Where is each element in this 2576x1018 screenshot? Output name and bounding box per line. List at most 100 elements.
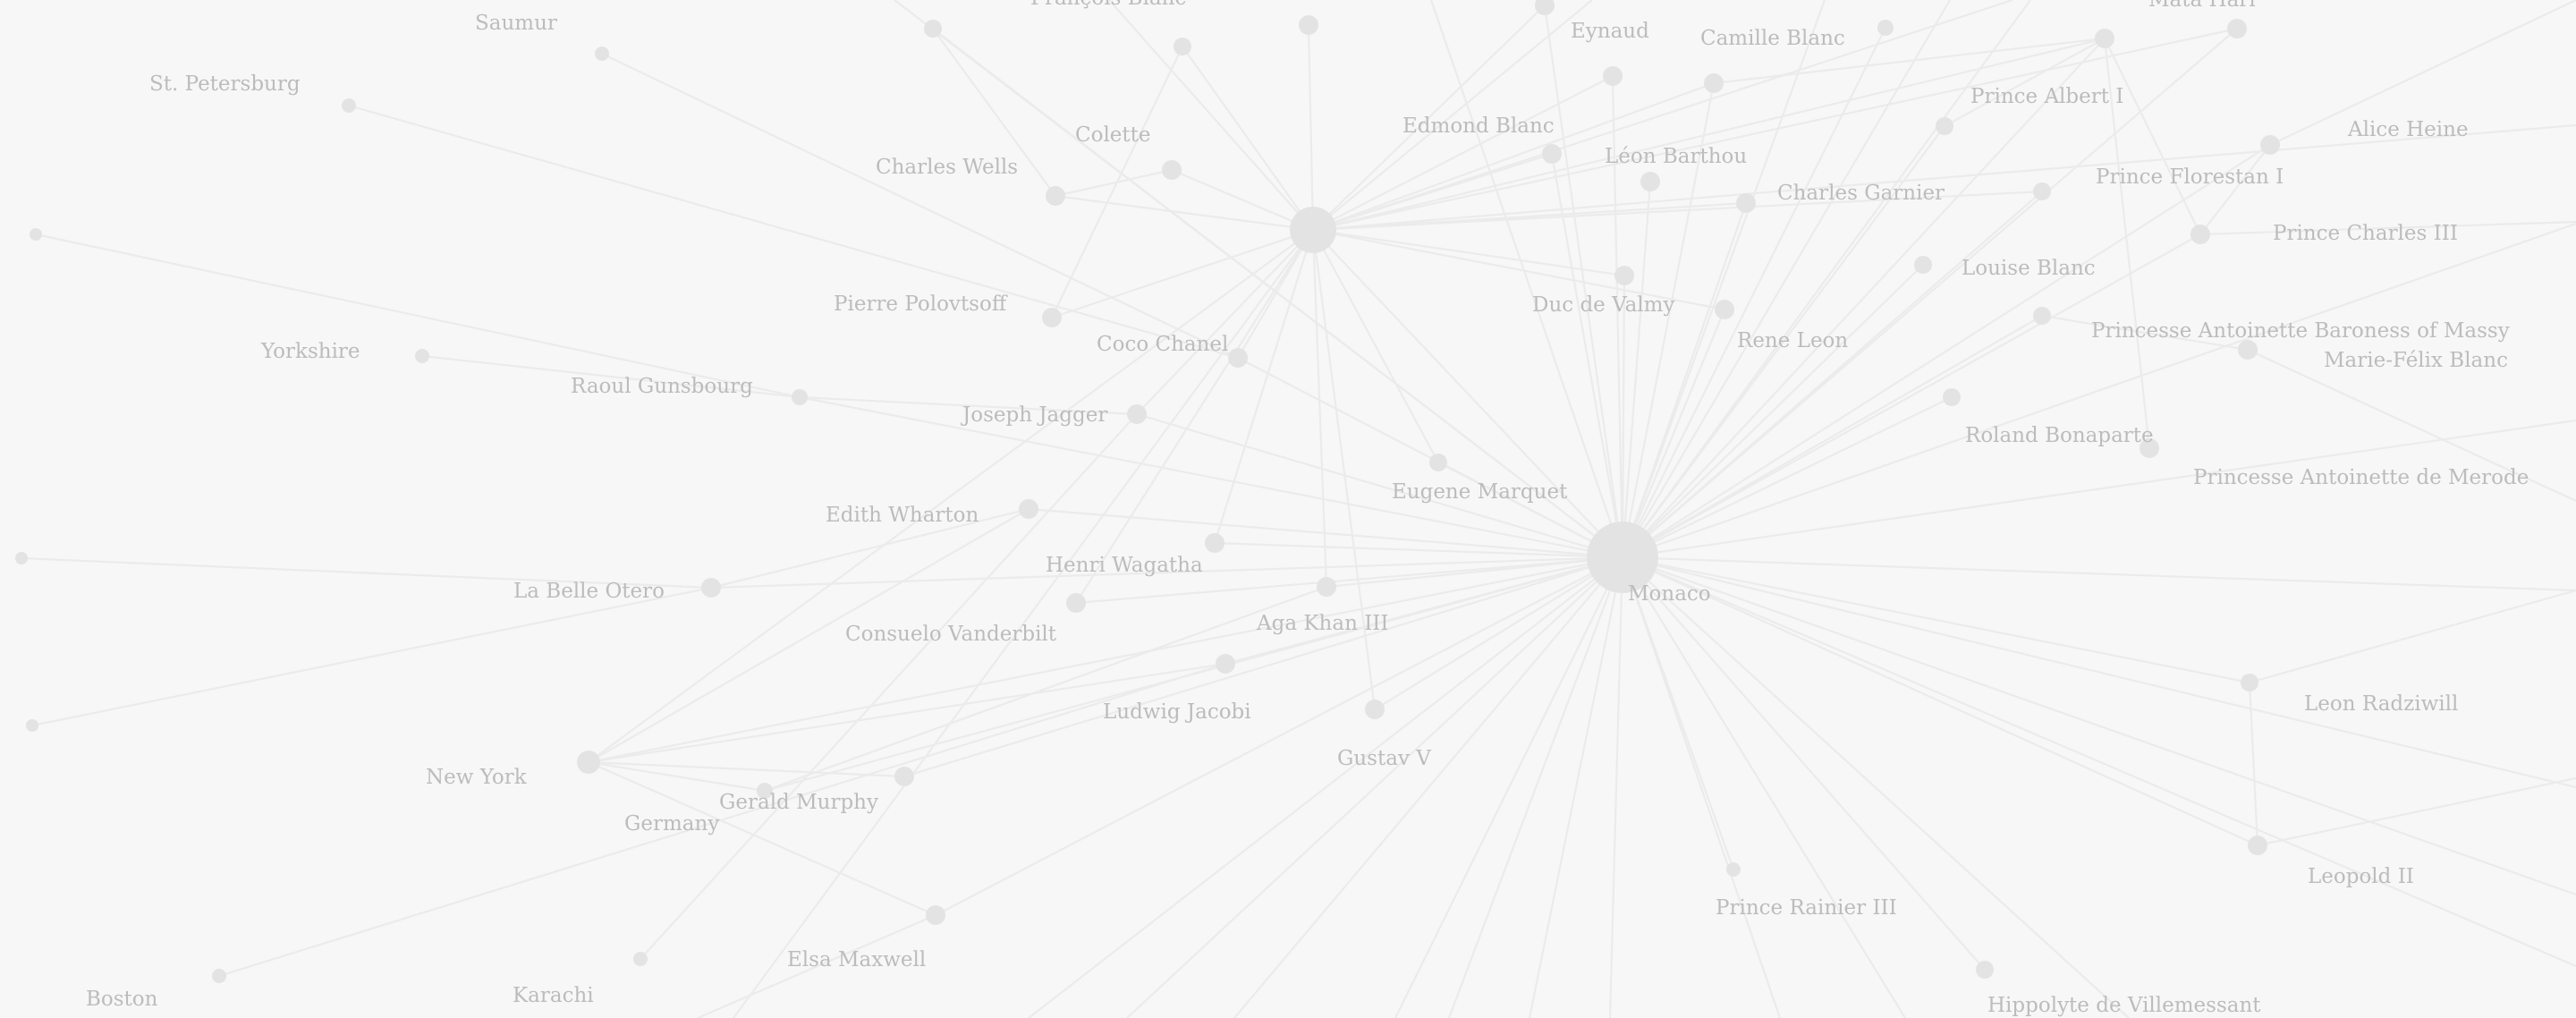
node-n-leon[interactable] bbox=[1715, 300, 1734, 319]
edge-hub-2-n-agakhan bbox=[1311, 229, 1328, 588]
node-n-camille[interactable] bbox=[1704, 73, 1724, 93]
node-n-murphy[interactable] bbox=[894, 767, 914, 786]
node-n-louise[interactable] bbox=[1914, 256, 1932, 274]
node-n-karachi[interactable] bbox=[633, 952, 648, 966]
node-label: Edith Wharton bbox=[826, 504, 979, 527]
node-n-garnier[interactable] bbox=[1736, 193, 1756, 213]
node-n-yorkshire[interactable] bbox=[415, 349, 429, 363]
node-n-villemessant[interactable] bbox=[1976, 961, 1994, 979]
edge-Monaco-n-massy bbox=[1622, 315, 2043, 558]
edge-offscreen bbox=[1108, 0, 1314, 231]
edge-n-left1-n-raoul bbox=[35, 233, 801, 399]
node-n-mfblanc[interactable] bbox=[2238, 340, 2258, 360]
node-n-colette[interactable] bbox=[1162, 160, 1182, 180]
node-n-vanderbilt[interactable] bbox=[1066, 593, 1086, 613]
edge-Monaco-n-barthou bbox=[1621, 181, 1652, 558]
node-n-barthou[interactable] bbox=[1640, 172, 1660, 191]
edge-hub-2-n-edmond bbox=[1312, 152, 1553, 232]
node-n-marquet[interactable] bbox=[1429, 454, 1447, 471]
edge-hub-2-n-florestan bbox=[1312, 190, 2043, 232]
node-n-polovtsoff[interactable] bbox=[1042, 308, 1062, 327]
node-n-left1[interactable] bbox=[30, 228, 42, 241]
edge-Monaco-n-florestan bbox=[1622, 191, 2043, 558]
node-n-jacobi[interactable] bbox=[1216, 654, 1235, 674]
node-n-massy[interactable] bbox=[2033, 307, 2051, 325]
edge-n-colette-n-wells bbox=[1055, 168, 1173, 198]
edge-Monaco-n-maxwell bbox=[935, 556, 1623, 916]
edge-offscreen bbox=[1622, 419, 2576, 559]
node-n-gustav[interactable] bbox=[1365, 700, 1385, 719]
node-n-rainier[interactable] bbox=[1726, 862, 1741, 877]
node-n-left2[interactable] bbox=[15, 552, 28, 564]
node-n-eynaud[interactable] bbox=[1535, 0, 1555, 15]
node-n-albert[interactable] bbox=[1936, 117, 1953, 135]
node-label: François Blanc bbox=[1030, 0, 1186, 10]
node-n-raoul[interactable] bbox=[792, 389, 808, 405]
edge-offscreen bbox=[2257, 776, 2576, 847]
node-label: Eynaud bbox=[1571, 20, 1649, 43]
node-n-mid2[interactable] bbox=[2227, 19, 2247, 38]
node-n-top2[interactable] bbox=[1299, 15, 1318, 35]
edges-layer bbox=[21, 0, 2576, 1018]
node-n-wells[interactable] bbox=[1046, 186, 1065, 206]
edge-offscreen bbox=[1622, 556, 2576, 896]
node-n-maxwell[interactable] bbox=[926, 905, 945, 925]
node-n-wharton[interactable] bbox=[1019, 499, 1038, 519]
edge-Monaco-n-louise bbox=[1622, 264, 1924, 558]
edge-hub-2-n-camille bbox=[1312, 81, 1715, 232]
node-n-chanel[interactable] bbox=[1228, 348, 1248, 368]
node-n-newyork[interactable] bbox=[577, 751, 600, 774]
node-n-heine[interactable] bbox=[2260, 135, 2280, 155]
edge-offscreen bbox=[1394, 556, 1623, 1018]
node-n-leopold[interactable] bbox=[2248, 836, 2267, 855]
edge-n-top1-n-polovtsoff bbox=[1051, 46, 1183, 318]
node-n-merode[interactable] bbox=[2140, 438, 2159, 458]
edge-offscreen bbox=[1622, 556, 2576, 592]
node-n-left3[interactable] bbox=[26, 719, 38, 732]
node-n-francois[interactable] bbox=[924, 20, 942, 38]
edge-n-radziwill-n-leopold bbox=[2248, 682, 2259, 846]
edge-n-boston-n-jacobi bbox=[218, 662, 1226, 978]
node-n-matahari[interactable] bbox=[2095, 29, 2114, 48]
node-n-jagger[interactable] bbox=[1127, 404, 1147, 424]
node-hub-2[interactable] bbox=[1290, 207, 1336, 253]
node-label: Camille Blanc bbox=[1700, 27, 1845, 50]
node-n-valmy[interactable] bbox=[1614, 266, 1634, 285]
edge-offscreen bbox=[1429, 0, 1624, 558]
node-label: Pierre Polovtsoff bbox=[834, 293, 1008, 316]
node-label: Eugene Marquet bbox=[1392, 480, 1568, 504]
node-label: Rene Leon bbox=[1737, 329, 1848, 352]
node-n-florestan[interactable] bbox=[2033, 182, 2051, 200]
edge-n-saumur-n-chanel bbox=[601, 53, 1239, 359]
node-n-otero[interactable] bbox=[701, 578, 721, 598]
node-n-radziwill[interactable] bbox=[2241, 674, 2258, 691]
node-n-charles3[interactable] bbox=[2190, 225, 2210, 244]
edge-Monaco-n-bonaparte bbox=[1622, 396, 1953, 558]
node-n-mid1[interactable] bbox=[1877, 20, 1894, 36]
node-label: Germany bbox=[624, 812, 719, 836]
node-n-saumur[interactable] bbox=[595, 47, 609, 61]
node-label: Alice Heine bbox=[2347, 118, 2469, 141]
node-n-germany[interactable] bbox=[757, 783, 773, 799]
edge-offscreen bbox=[1312, 0, 1593, 231]
node-n-stpetersburg[interactable] bbox=[342, 98, 356, 113]
edge-hub-2-n-marquet bbox=[1312, 229, 1439, 463]
edge-offscreen bbox=[2269, 0, 2576, 146]
node-label: Colette bbox=[1075, 123, 1151, 147]
node-n-edmond[interactable] bbox=[1542, 144, 1562, 164]
node-Monaco[interactable] bbox=[1587, 522, 1658, 593]
node-n-top1[interactable] bbox=[1174, 38, 1191, 55]
edge-n-yorkshire-n-raoul bbox=[421, 354, 801, 399]
edge-Monaco-hub-2 bbox=[1312, 229, 1623, 558]
edge-offscreen bbox=[1126, 556, 1623, 1018]
node-label: Karachi bbox=[513, 984, 594, 1007]
node-label: Charles Garnier bbox=[1777, 182, 1945, 205]
node-label: Princesse Antoinette Baroness of Massy bbox=[2091, 319, 2510, 343]
node-label: Joseph Jagger bbox=[961, 403, 1107, 427]
node-n-bonaparte[interactable] bbox=[1943, 388, 1961, 406]
node-n-eynaud2[interactable] bbox=[1603, 66, 1623, 86]
node-n-wagatha[interactable] bbox=[1205, 533, 1224, 553]
edge-Monaco-n-heine bbox=[1622, 144, 2271, 558]
node-n-boston[interactable] bbox=[212, 969, 226, 983]
node-n-agakhan[interactable] bbox=[1317, 577, 1336, 597]
